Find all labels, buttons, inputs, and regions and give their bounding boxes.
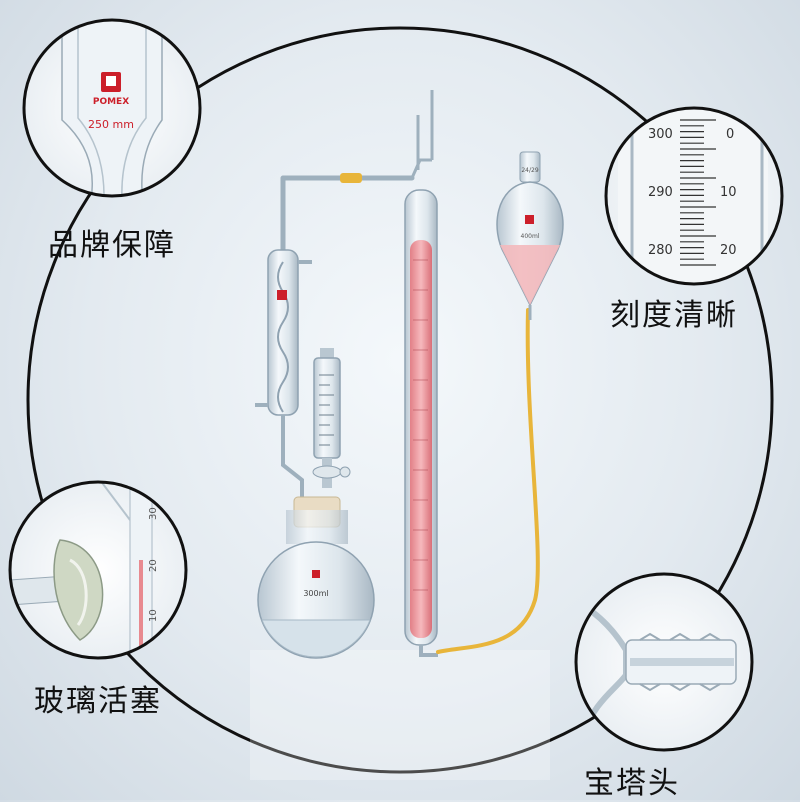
separating-funnel: 24/29 400ml	[496, 151, 564, 320]
feature-label-stopcock: 玻璃活塞	[34, 684, 162, 719]
zoom-nozzle-circle	[574, 572, 754, 752]
condenser-length-mark: 250 mm	[88, 118, 134, 131]
feature-label-scale: 刻度清晰	[610, 298, 738, 333]
stopcock-tick-30: 30	[148, 507, 159, 520]
graduated-separator	[312, 348, 351, 488]
stopcock-tick-20: 20	[148, 559, 159, 572]
condenser-assembly	[255, 173, 415, 500]
brand-name: POMEX	[93, 97, 129, 107]
zoom-stopcock-circle: 30 20 10	[8, 480, 188, 660]
round-bottom-flask: 300ml	[257, 496, 375, 659]
scale-right-tick-0: 0	[726, 127, 734, 142]
scale-right-tick-10: 10	[720, 185, 737, 200]
zoom-brand-circle: POMEX 250 mm	[22, 18, 202, 198]
scale-left-tick-290: 290	[648, 185, 673, 200]
pomex-logo-icon	[277, 290, 287, 300]
background-ring	[26, 26, 774, 774]
yellow-tubing	[436, 308, 540, 654]
funnel-volume-mark: 400ml	[521, 233, 540, 240]
burette-column	[404, 90, 438, 657]
stopcock-tick-10: 10	[148, 609, 159, 622]
zoom-scale-circle: 300 290 280 0 10 20	[604, 106, 784, 286]
floor-reflection	[250, 650, 550, 780]
scale-left-tick-280: 280	[648, 243, 673, 258]
feature-label-brand: 品牌保障	[48, 228, 176, 263]
flask-volume-mark: 300ml	[303, 589, 328, 598]
funnel-joint-mark: 24/29	[521, 167, 538, 174]
scale-right-tick-20: 20	[720, 243, 737, 258]
scale-left-tick-300: 300	[648, 127, 673, 142]
feature-label-nozzle: 宝塔头	[584, 766, 680, 801]
